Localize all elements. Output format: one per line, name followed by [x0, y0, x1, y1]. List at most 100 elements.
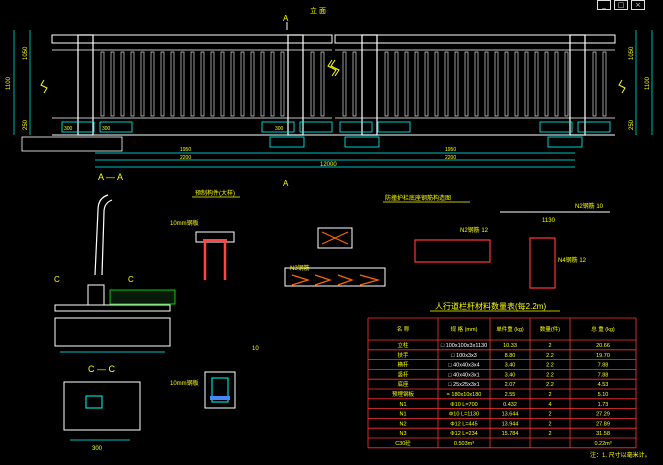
section-cc-dim: 300: [92, 446, 103, 452]
baluster: [260, 51, 265, 117]
table-cell: 0.22m³: [594, 441, 611, 447]
footnote: 注：1. 尺寸以毫米计。: [590, 451, 651, 459]
baluster: [320, 51, 325, 117]
baluster: [220, 51, 225, 117]
table-cell: 2.2: [546, 363, 554, 369]
table-cell: 2: [548, 431, 551, 437]
detail-bottom: 10mm钢板 10: [170, 346, 259, 409]
table-cell: 5.10: [598, 392, 609, 398]
span-label-2: 1950: [445, 147, 456, 153]
baluster: [494, 51, 499, 117]
table-cell: = 180x10x180: [447, 392, 482, 398]
table-cell: N1: [399, 412, 406, 418]
table-cell: 2.2: [546, 372, 554, 378]
detail-top-note: 10mm钢板: [170, 219, 199, 227]
rebar-label-c: N4钢筋 12: [558, 256, 587, 264]
baluster: [130, 51, 135, 117]
table-cell: 立柱: [397, 341, 409, 349]
baluster: [384, 51, 389, 117]
material-table: 人行道栏杆材料数量表(每2.2m) 名 称规 格 (mm)单件重 (kg)数量(…: [367, 301, 637, 449]
baluster: [230, 51, 235, 117]
dim-post-left: 300: [64, 126, 73, 132]
baluster: [394, 51, 399, 117]
table-cell: □ 40x40x3x1: [448, 372, 479, 378]
baluster: [414, 51, 419, 117]
baluster: [120, 51, 125, 117]
table-cell: 3.40: [505, 372, 516, 378]
table-cell: Φ12 L=234: [450, 431, 477, 437]
top-rail-right: [334, 34, 616, 44]
pier-detail: N3钢筋 防撞护栏底座钢筋构造图: [284, 194, 470, 287]
table-cell: 4: [548, 402, 551, 408]
table-cell: 2.2: [546, 382, 554, 388]
table-cell: Φ10 L=700: [450, 402, 477, 408]
dim-left-lower: 250: [23, 119, 29, 130]
table-cell: 4.53: [598, 382, 609, 388]
dim-right-upper: 1050: [629, 46, 635, 60]
detail-top: 预制构件(大样) 10mm钢板: [170, 189, 240, 280]
section-aa: A — A C C: [54, 172, 176, 353]
close-button[interactable]: ×: [631, 0, 645, 10]
baluster: [140, 51, 145, 117]
table-cell: 1.73: [598, 402, 609, 408]
table-cell: 2: [548, 343, 551, 349]
baluster: [210, 51, 215, 117]
minimize-button[interactable]: _: [597, 0, 611, 10]
table-cell: 20.66: [596, 343, 610, 349]
table-cell: 预埋钢板: [392, 390, 415, 398]
table-cell: N3: [399, 431, 406, 437]
baluster: [180, 51, 185, 117]
baluster: [534, 51, 539, 117]
table-cell: 8.80: [505, 353, 516, 359]
table-cell: 15.784: [502, 431, 519, 437]
detail-top-title: 预制构件(大样): [195, 189, 235, 197]
baluster: [404, 51, 409, 117]
rebar-dim-top: 1130: [542, 218, 556, 224]
span-label-1: 1950: [180, 147, 191, 153]
baluster: [592, 51, 597, 117]
baluster: [310, 51, 315, 117]
baluster: [250, 51, 255, 117]
table-grid: 名 称规 格 (mm)单件重 (kg)数量(件)总 重 (kg)立柱□ 100x…: [367, 317, 637, 449]
sub-total-right: 2200: [445, 155, 456, 161]
table-cell: 横杆: [397, 361, 409, 369]
table-cell: 0.503m³: [454, 441, 474, 447]
table-cell: C30砼: [395, 439, 411, 447]
baluster: [544, 51, 549, 117]
elevation-title: 立 面: [310, 6, 326, 15]
table-cell: 2: [548, 392, 551, 398]
baluster: [602, 51, 607, 117]
baluster: [280, 51, 285, 117]
table-cell: 19.70: [596, 353, 610, 359]
detail-bottom-dim: 10: [252, 346, 259, 352]
table-header: 名 称: [397, 325, 410, 333]
rebar-label-b: N2钢筋 12: [460, 226, 489, 234]
baluster: [524, 51, 529, 117]
table-cell: 2.2: [546, 353, 554, 359]
rebar-shapes: 1130 N2钢筋 10 N2钢筋 12 N4钢筋 12: [414, 202, 610, 289]
pier-label: N3钢筋: [290, 264, 310, 272]
baluster: [342, 51, 347, 117]
table-cell: 27.29: [596, 412, 610, 418]
table-cell: 13.644: [502, 412, 519, 418]
table-cell: 10.33: [503, 343, 517, 349]
baluster: [434, 51, 439, 117]
baluster: [444, 51, 449, 117]
baluster-group: [100, 51, 607, 117]
restore-button[interactable]: □: [614, 0, 628, 10]
table-cell: □ 25x25x3x1: [448, 382, 479, 388]
dim-mid: 300: [275, 126, 284, 132]
sub-total-left: 2200: [180, 155, 191, 161]
svg-text:C: C: [128, 275, 134, 284]
table-cell: 7.88: [598, 372, 609, 378]
baluster: [190, 51, 195, 117]
table-cell: 竖杆: [397, 370, 409, 378]
table-cell: 0.432: [503, 402, 517, 408]
baluster: [110, 51, 115, 117]
svg-text:C: C: [54, 275, 60, 284]
baluster: [484, 51, 489, 117]
table-cell: 7.88: [598, 363, 609, 369]
table-cell: Φ12 L=445: [450, 421, 477, 427]
baluster: [454, 51, 459, 117]
